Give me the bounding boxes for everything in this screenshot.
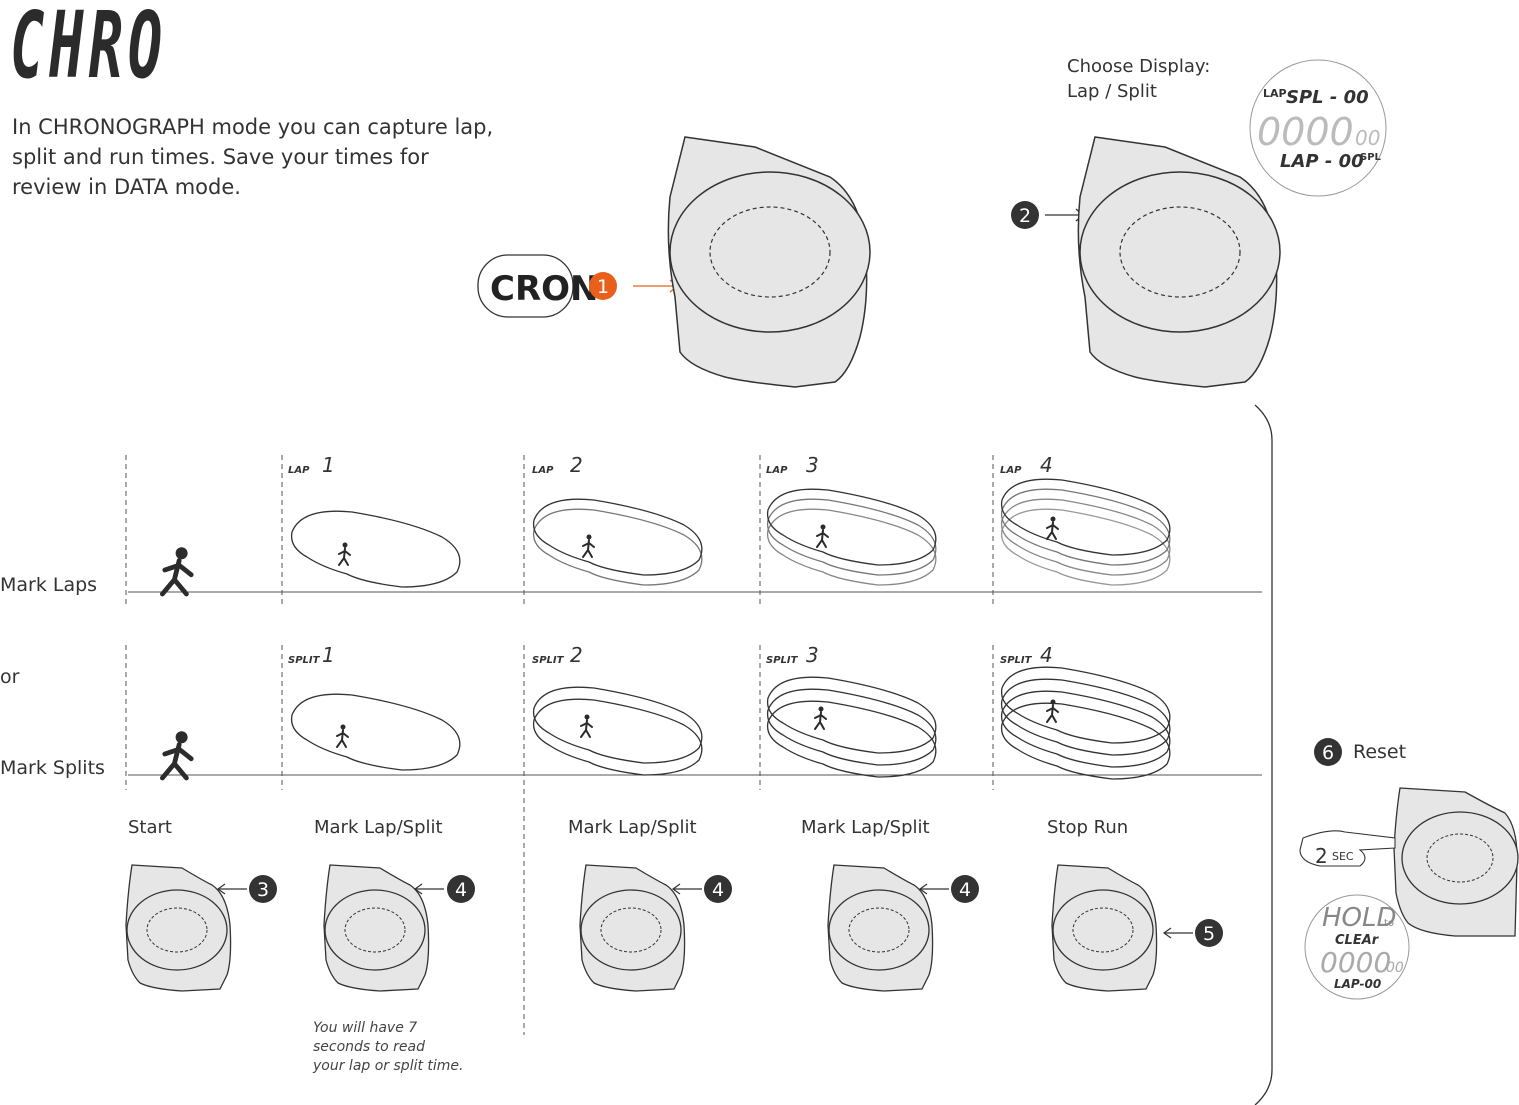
lap-tag-4: LAP <box>1000 465 1022 476</box>
split-tag-3: SPLIT <box>766 655 799 666</box>
watch-lap-split-2 <box>579 864 686 992</box>
lap-track-4 <box>1000 478 1171 586</box>
column-separators <box>125 455 994 1035</box>
read-time-note: You will have 7 seconds to read your lap… <box>313 1019 464 1076</box>
split-tag-2: SPLIT <box>532 655 565 666</box>
step-4-badge-2 <box>704 875 732 903</box>
lap-tag-1: LAP <box>288 465 310 476</box>
mark-laps-label: Mark Laps <box>0 574 98 596</box>
lap-tag-3: LAP <box>766 465 788 476</box>
split-num-3: 3 <box>806 643 819 667</box>
step-6-badge <box>1314 738 1342 766</box>
step-5-number: 5 <box>1203 923 1215 945</box>
display-hold-text: HOLD <box>1322 903 1397 933</box>
button-arrows <box>216 883 1193 939</box>
step-2-number: 2 <box>1019 205 1031 227</box>
step-4-number-3: 4 <box>959 879 971 901</box>
lap-num-2: 2 <box>570 453 583 477</box>
step-3-number: 3 <box>257 879 269 901</box>
lap-split-display: LAP SPL - 00 0000 00 LAP - 00 SPL <box>1249 59 1387 197</box>
reset-label: Reset <box>1353 741 1407 763</box>
split-runners <box>336 698 1059 748</box>
split-num-4: 4 <box>1040 643 1053 667</box>
display-lap-text: LAP - 00 <box>1280 151 1364 172</box>
lap-tags: LAP 1 LAP 2 LAP 3 LAP 4 <box>288 453 1053 477</box>
note-line-1: You will have 7 <box>313 1020 418 1036</box>
step-2-badge <box>1011 201 1039 229</box>
reset-main-digits: 0000 <box>1320 946 1391 979</box>
choose-display-line2: Lap / Split <box>1067 81 1157 102</box>
watch-step-2 <box>1077 136 1281 388</box>
press-seconds-value: 2 <box>1315 844 1328 868</box>
lap-tracks <box>290 478 1171 588</box>
watch-stop <box>1051 864 1158 992</box>
press-seconds-unit: SEC <box>1332 850 1354 863</box>
or-label: or <box>0 666 20 688</box>
watch-start <box>125 864 232 992</box>
step-4-number-2: 4 <box>712 879 724 901</box>
step-4-badge-1 <box>447 875 475 903</box>
lap-track-1 <box>290 510 461 588</box>
lap-num-1: 1 <box>322 453 335 477</box>
intro-text: In CHRONOGRAPH mode you can capture lap,… <box>12 115 494 199</box>
lap-num-3: 3 <box>806 453 819 477</box>
split-tags: SPLIT 1 SPLIT 2 SPLIT 3 SPLIT 4 <box>288 643 1053 667</box>
watch-lap-split-3 <box>827 864 934 992</box>
watch-lap-split-1 <box>323 864 430 992</box>
mode-title: CHRO <box>10 0 168 99</box>
step-5-badge <box>1195 919 1223 947</box>
cron-display-pill <box>477 254 574 318</box>
caption-start: Start <box>128 817 172 838</box>
display-spl-text: SPL - 00 <box>1286 87 1369 108</box>
split-track-1 <box>290 693 461 771</box>
caption-mark-lap-split-1: Mark Lap/Split <box>314 817 443 838</box>
split-track-3 <box>766 676 937 778</box>
watch-step-1 <box>667 136 871 388</box>
lap-num-4: 4 <box>1040 453 1053 477</box>
split-track-4 <box>1000 666 1171 780</box>
runner-start-splits <box>162 731 191 778</box>
choose-display-line1: Choose Display: <box>1067 56 1211 77</box>
display-clear-text: CLEAr <box>1335 933 1380 948</box>
step-3-badge <box>249 875 277 903</box>
reset-small-digits: 00 <box>1386 960 1404 976</box>
caption-stop-run: Stop Run <box>1047 817 1129 838</box>
step-6-number: 6 <box>1322 742 1334 764</box>
step-4-number-1: 4 <box>455 879 467 901</box>
lap-tag-2: LAP <box>532 465 554 476</box>
choose-display-label: Choose Display: Lap / Split <box>1067 54 1210 104</box>
display-lap-tag: LAP <box>1263 87 1287 100</box>
section-bracket <box>1254 404 1273 1105</box>
display-to-text: to <box>1384 918 1394 929</box>
mark-splits-label: Mark Splits <box>0 757 105 779</box>
cron-display-text: CRON <box>490 269 599 309</box>
display-small-digits: 00 <box>1355 126 1380 150</box>
step-1-number: 1 <box>597 276 609 298</box>
caption-mark-lap-split-3: Mark Lap/Split <box>801 817 930 838</box>
note-line-2: seconds to read <box>313 1039 426 1055</box>
split-tracks <box>290 666 1171 780</box>
runner-start-laps <box>162 547 191 594</box>
display-spl-tag: SPL <box>1360 152 1382 163</box>
split-tag-4: SPLIT <box>1000 655 1033 666</box>
clear-display: HOLD to CLEAr 0000 00 LAP-00 <box>1304 894 1410 1000</box>
note-line-3: your lap or split time. <box>313 1058 464 1074</box>
step-1-badge <box>589 272 617 300</box>
split-tag-1: SPLIT <box>288 655 321 666</box>
split-num-1: 1 <box>322 643 335 667</box>
watch-reset <box>1393 787 1519 937</box>
reset-lap-text: LAP-00 <box>1334 977 1381 991</box>
display-main-digits: 0000 <box>1257 110 1354 154</box>
lap-track-2 <box>532 498 703 586</box>
split-track-2 <box>532 686 703 776</box>
lap-track-3 <box>766 488 937 586</box>
split-num-2: 2 <box>570 643 583 667</box>
step-4-badge-3 <box>951 875 979 903</box>
finger-press-icon <box>1299 830 1396 867</box>
caption-mark-lap-split-2: Mark Lap/Split <box>568 817 697 838</box>
